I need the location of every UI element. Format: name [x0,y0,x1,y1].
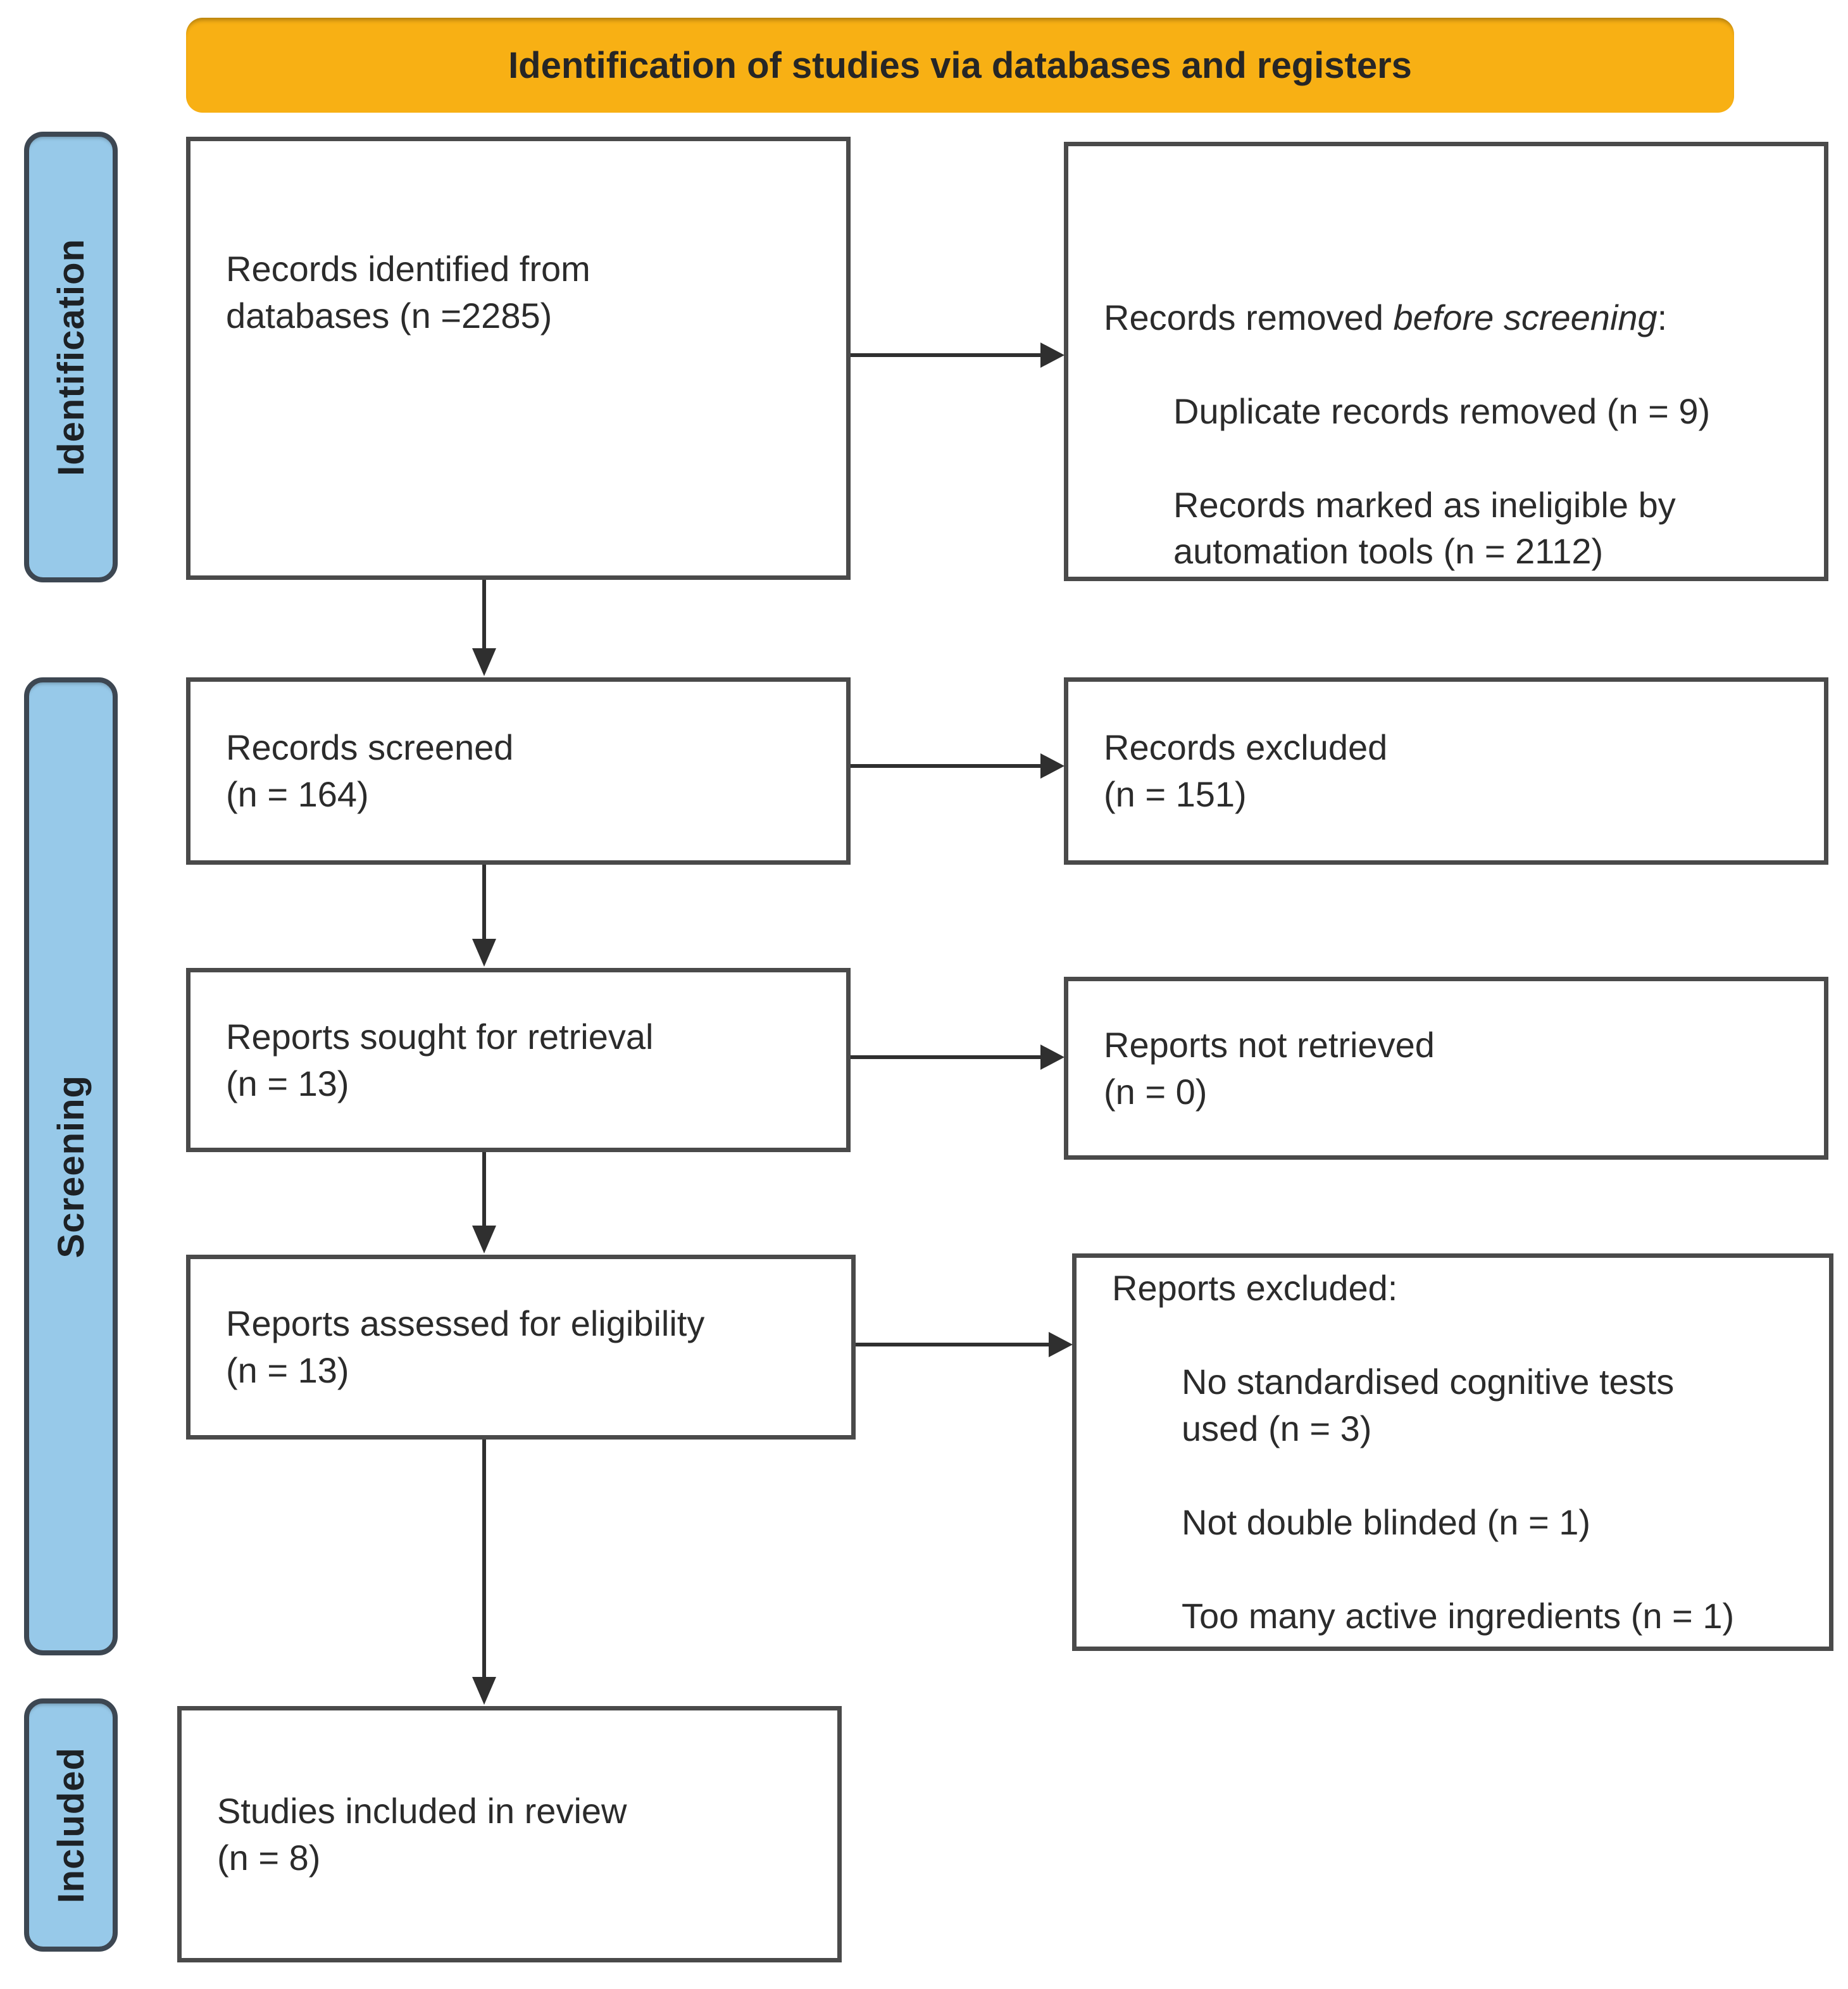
box-records-excluded-text: Records excluded (n = 151) [1104,727,1388,814]
box-reports-excluded: Reports excluded: No standardised cognit… [1072,1253,1833,1651]
arrow-screened-to-sought [472,865,496,967]
reports-excluded-item-too-many: Too many active ingredients (n = 1) [1182,1595,1735,1636]
arrow-assessed-to-reports-excluded [856,1332,1073,1357]
box-records-removed-text: Records removed before screening: Duplic… [1068,146,1768,622]
box-reports-sought-text: Reports sought for retrieval (n = 13) [226,1016,654,1103]
sidebar-stage-included: Included [24,1698,118,1952]
box-records-screened-text: Records screened (n = 164) [226,727,514,814]
box-records-excluded: Records excluded (n = 151) [1064,677,1828,865]
records-removed-heading-italic: before screening [1393,297,1658,337]
box-studies-included-text: Studies included in review (n = 8) [217,1790,627,1878]
sidebar-stage-screening: Screening [24,677,118,1655]
box-reports-assessed: Reports assessed for eligibility (n = 13… [186,1255,856,1440]
sidebar-stage-screening-label: Screening [50,1074,92,1258]
arrow-sought-to-not-retrieved [851,1045,1064,1070]
box-reports-excluded-text: Reports excluded: No standardised cognit… [1077,1218,1776,1686]
arrow-identified-to-screened [472,580,496,676]
box-records-identified: Records identified from databases (n =22… [186,137,851,580]
box-reports-not-retrieved-text: Reports not retrieved (n = 0) [1104,1024,1435,1112]
box-records-removed: Records removed before screening: Duplic… [1064,142,1828,581]
records-removed-item-duplicates: Duplicate records removed (n = 9) [1173,391,1711,431]
box-records-screened: Records screened (n = 164) [186,677,851,865]
sidebar-stage-identification-label: Identification [50,238,92,476]
sidebar-stage-identification: Identification [24,132,118,582]
box-studies-included: Studies included in review (n = 8) [177,1706,842,1962]
reports-excluded-heading: Reports excluded: [1112,1268,1398,1308]
sidebar-stage-included-label: Included [50,1747,92,1904]
arrow-screened-to-excluded [851,753,1064,779]
box-reports-not-retrieved: Reports not retrieved (n = 0) [1064,977,1828,1160]
records-removed-item-automation: Records marked as ineligible by automati… [1173,484,1676,572]
arrow-identified-to-removed [851,342,1064,368]
box-reports-sought: Reports sought for retrieval (n = 13) [186,968,851,1152]
reports-excluded-item-not-blinded: Not double blinded (n = 1) [1182,1502,1590,1542]
arrow-sought-to-assessed [472,1152,496,1253]
box-records-identified-text: Records identified from databases (n =22… [226,249,590,336]
arrow-assessed-to-included [472,1440,496,1705]
reports-excluded-item-no-tests: No standardised cognitive tests used (n … [1182,1362,1675,1449]
box-reports-assessed-text: Reports assessed for eligibility (n = 13… [226,1303,705,1390]
banner-title: Identification of studies via databases … [186,18,1734,113]
records-removed-heading: Records removed before screening: [1104,297,1668,337]
